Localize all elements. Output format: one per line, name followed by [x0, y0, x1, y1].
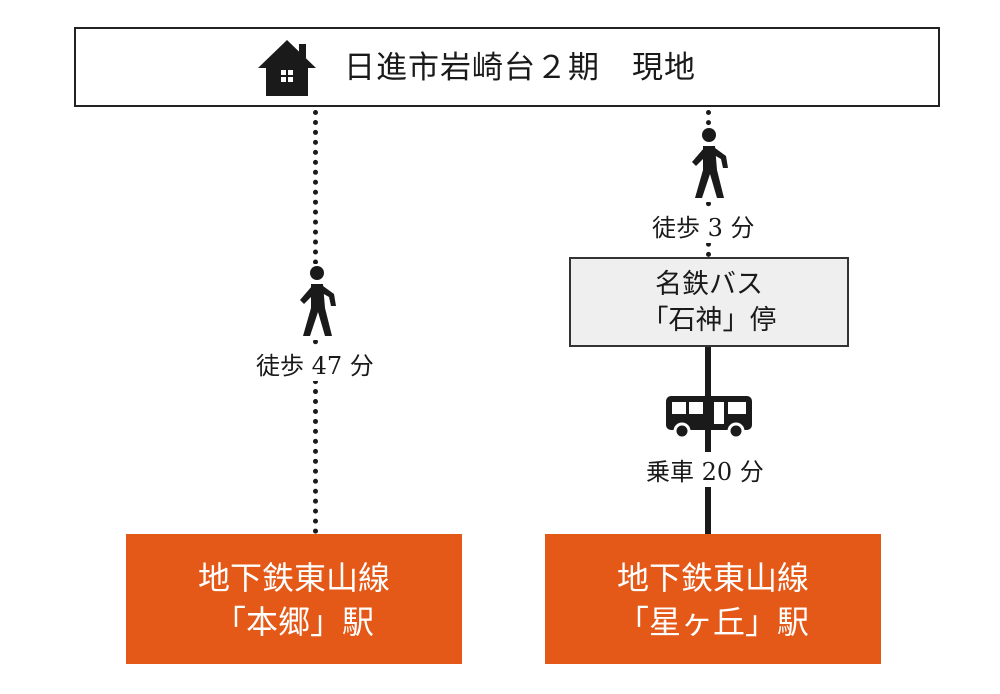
station-hongo-name: 「本郷」駅 [213, 603, 374, 641]
station-hoshigaoka: 地下鉄東山線 「星ヶ丘」駅 [545, 534, 881, 664]
pedestrian-icon-left [290, 264, 344, 340]
station-hongo: 地下鉄東山線 「本郷」駅 [126, 534, 462, 664]
right-walk-time: 徒歩 3 分 [650, 208, 757, 243]
pedestrian-icon-right [682, 126, 736, 202]
bus-company: 名鉄バス [655, 269, 763, 300]
station-hongo-line: 地下鉄東山線 [197, 559, 390, 597]
bus-icon [666, 396, 752, 440]
destination-title: 日進市岩崎台２期 現地 [344, 50, 696, 86]
destination-box [74, 27, 940, 107]
station-hoshigaoka-name: 「星ヶ丘」駅 [616, 603, 809, 641]
bus-stop-name: 「石神」停 [641, 305, 777, 336]
bus-ride-time: 乗車 20 分 [644, 452, 766, 487]
station-hoshigaoka-line: 地下鉄東山線 [616, 559, 809, 597]
left-walk-time: 徒歩 47 分 [254, 346, 376, 381]
bus-stop-ishigami: 名鉄バス 「石神」停 [569, 257, 849, 347]
house-icon [258, 40, 316, 96]
bus-route-line [705, 347, 711, 534]
